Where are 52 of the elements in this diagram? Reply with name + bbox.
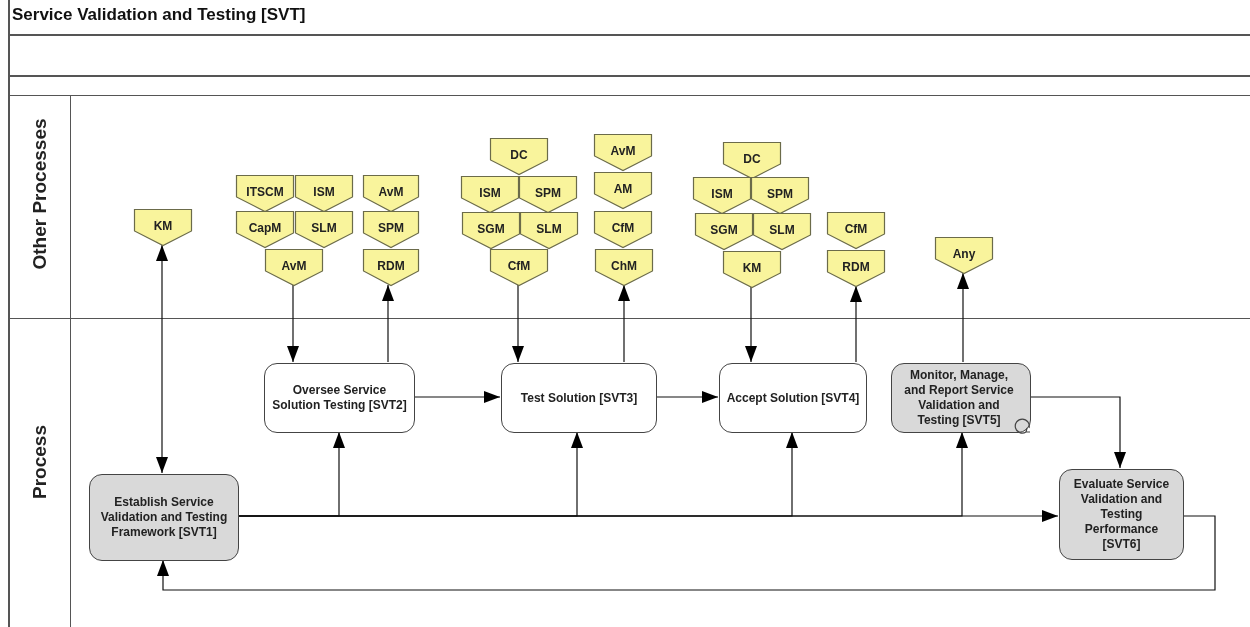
connector-arrow — [512, 284, 524, 363]
process-reference-pentagon: SGM — [695, 213, 753, 250]
process-reference-pentagon: SLM — [753, 213, 811, 250]
lane-label: Process — [29, 425, 51, 499]
connector-arrow — [157, 515, 1216, 591]
process-reference-pentagon: SGM — [462, 212, 520, 249]
process-box: Monitor, Manage, and Report Service Validation and Testing [SVT5] — [891, 363, 1031, 433]
connector-arrow — [957, 272, 969, 363]
process-reference-pentagon: RDM — [827, 250, 885, 287]
lane-label: Other Processes — [29, 118, 51, 270]
process-reference-pentagon: ISM — [693, 177, 751, 214]
connector-arrow — [287, 284, 299, 363]
process-reference-pentagon: ChM — [595, 249, 653, 286]
connector-arrow — [413, 391, 501, 403]
process-reference-pentagon: ISM — [295, 175, 353, 212]
connector-arrow — [745, 286, 757, 363]
connector-arrow — [382, 284, 394, 363]
process-box: Oversee Service Solution Testing [SVT2] — [264, 363, 415, 433]
process-reference-pentagon: AvM — [265, 249, 323, 286]
process-box: Test Solution [SVT3] — [501, 363, 657, 433]
connector-arrow — [237, 510, 1059, 522]
process-reference-pentagon: CfM — [490, 249, 548, 286]
process-reference-pentagon: CfM — [827, 212, 885, 249]
connector-arrow — [1029, 396, 1126, 469]
process-box: Evaluate Service Validation and Testing Performance [SVT6] — [1059, 469, 1184, 560]
connector-arrow — [156, 244, 168, 474]
process-reference-pentagon: SPM — [519, 176, 577, 213]
process-reference-pentagon: DC — [490, 138, 548, 175]
process-box: Establish Service Validation and Testing Framework [SVT1] — [89, 474, 239, 561]
process-reference-pentagon: Any — [935, 237, 993, 274]
process-box: Accept Solution [SVT4] — [719, 363, 867, 433]
connector-arrow — [850, 285, 862, 363]
diagram-title: Service Validation and Testing [SVT] — [12, 5, 306, 25]
process-reference-pentagon: SPM — [751, 177, 809, 214]
process-reference-pentagon: SPM — [363, 211, 419, 248]
process-reference-pentagon: KM — [723, 251, 781, 288]
process-reference-pentagon: KM — [134, 209, 192, 246]
process-reference-pentagon: ISM — [461, 176, 519, 213]
process-reference-pentagon: CfM — [594, 211, 652, 248]
connector-arrow — [618, 284, 630, 363]
process-reference-pentagon: AvM — [363, 175, 419, 212]
process-reference-pentagon: SLM — [520, 212, 578, 249]
process-reference-pentagon: CapM — [236, 211, 294, 248]
process-reference-pentagon: DC — [723, 142, 781, 179]
process-reference-pentagon: RDM — [363, 249, 419, 286]
process-reference-pentagon: AvM — [594, 134, 652, 171]
process-reference-pentagon: ITSCM — [236, 175, 294, 212]
process-reference-pentagon: SLM — [295, 211, 353, 248]
swimlane — [8, 318, 1250, 627]
swimlane — [8, 95, 1250, 318]
process-reference-pentagon: AM — [594, 172, 652, 209]
connector-arrow — [655, 391, 719, 403]
